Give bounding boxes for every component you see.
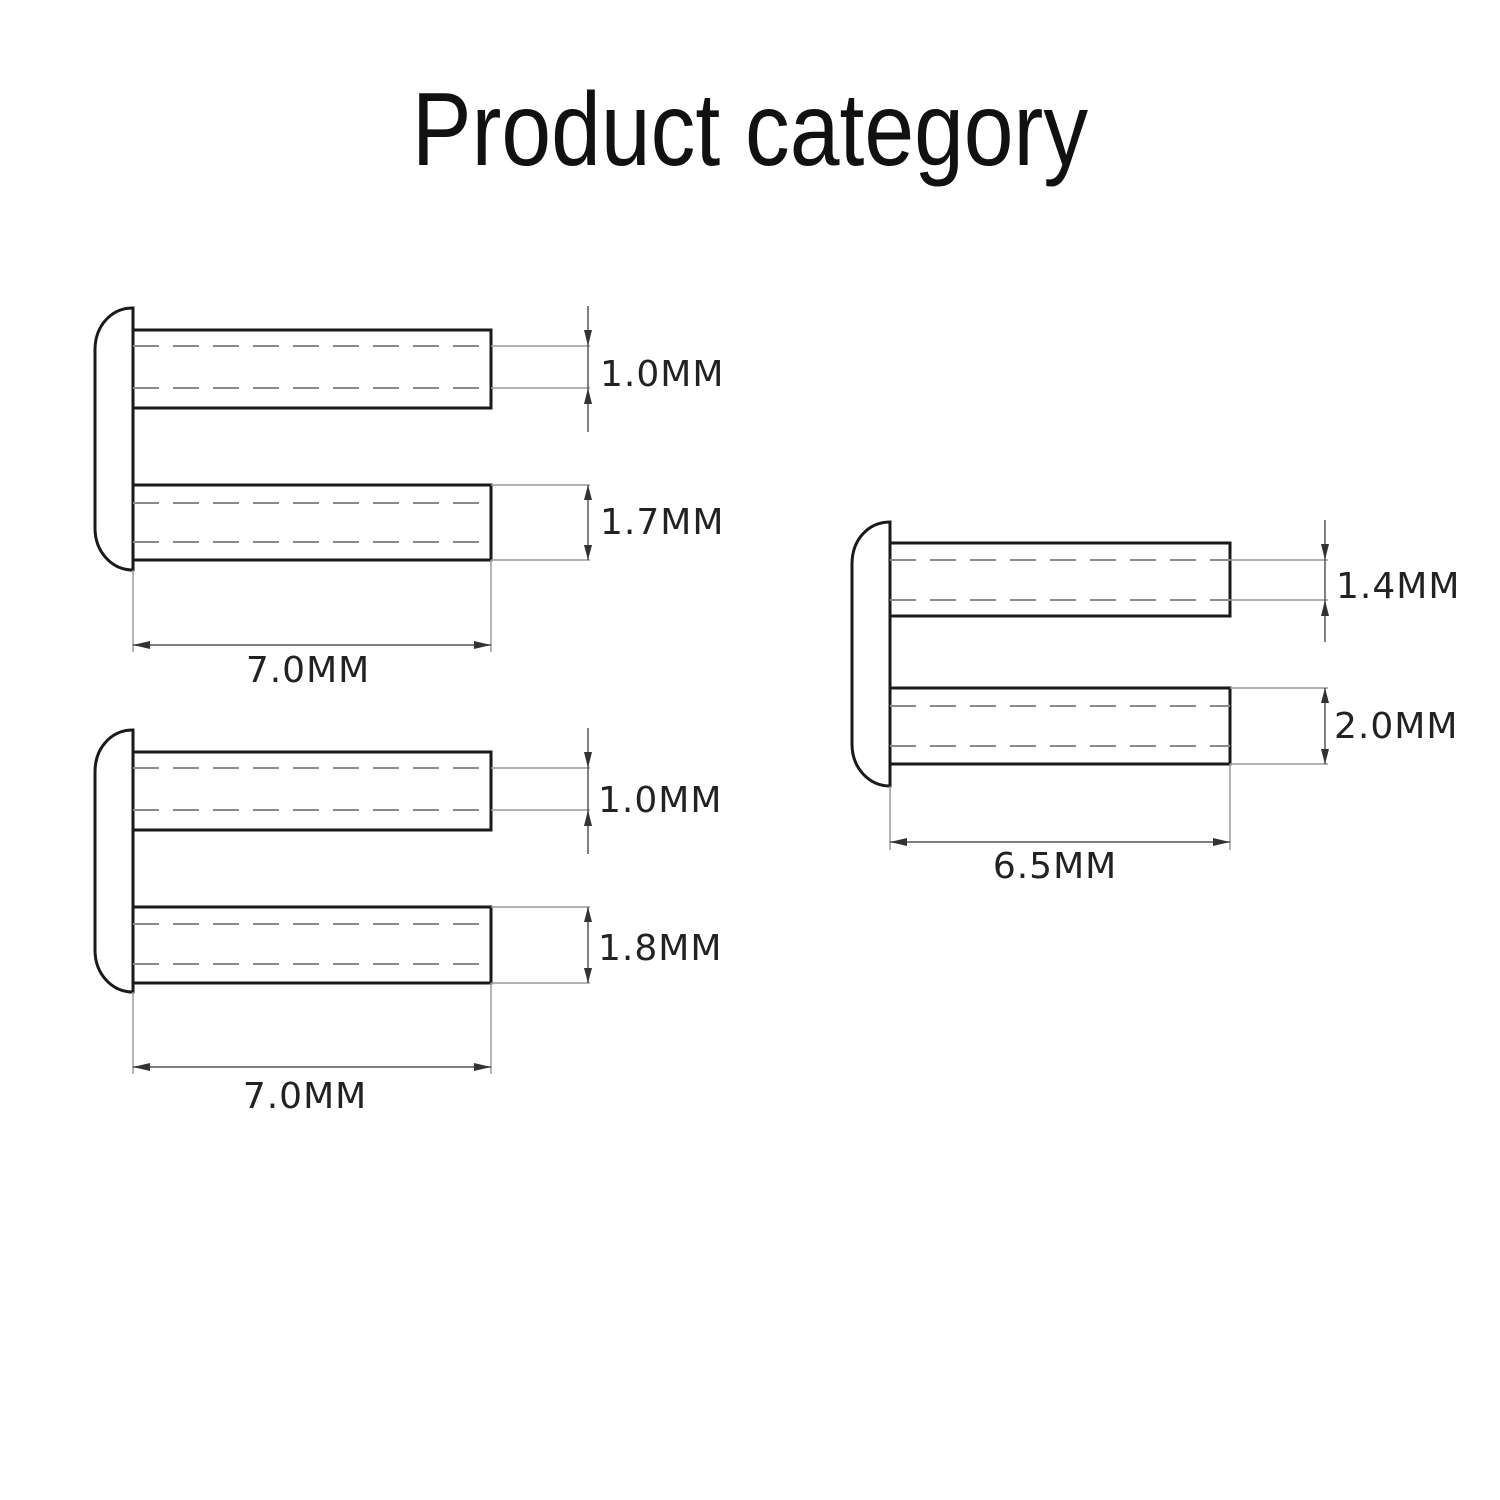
arrow-icon [890, 838, 907, 846]
arrow-icon [584, 810, 592, 826]
diameter-label: 2.0MM [1334, 706, 1458, 747]
arrow-icon [1321, 749, 1329, 764]
arrow-icon [133, 641, 150, 649]
arrow-icon [584, 330, 592, 346]
arrow-icon [474, 641, 491, 649]
rivet-pin-lower [131, 483, 493, 562]
arrow-icon [1321, 544, 1329, 560]
arrow-icon [584, 968, 592, 983]
length-label: 6.5MM [993, 846, 1117, 887]
diameter-label: 1.8MM [598, 928, 722, 969]
rivet-pin-upper [131, 328, 493, 410]
arrow-icon [1321, 688, 1329, 703]
rivet-pin-upper [888, 541, 1232, 618]
rivet-pin-lower [131, 905, 493, 985]
arrow-icon [1321, 600, 1329, 616]
rivet-pin-upper [131, 750, 493, 832]
arrow-icon [474, 1063, 491, 1071]
rivet-group-right: 1.4MM 2.0MM 6.5MM [850, 520, 1460, 887]
arrow-icon [584, 388, 592, 404]
rivet-head [93, 306, 135, 572]
diameter-label: 1.7MM [600, 502, 724, 543]
diameter-label: 1.0MM [598, 780, 722, 821]
page-title: Product category [411, 72, 1089, 188]
arrow-icon [584, 907, 592, 922]
arrow-icon [584, 752, 592, 768]
rivet-head [93, 728, 135, 994]
arrow-icon [584, 545, 592, 560]
rivet-head [850, 520, 892, 788]
diameter-label: 1.4MM [1336, 566, 1460, 607]
arrow-icon [584, 485, 592, 500]
rivet-group-left-top: 1.0MM 1.7MM 7.0MM [93, 306, 724, 691]
arrow-icon [1213, 838, 1230, 846]
arrow-icon [133, 1063, 150, 1071]
diameter-label: 1.0MM [600, 354, 724, 395]
rivet-pin-lower [888, 686, 1232, 766]
rivet-group-left-bottom: 1.0MM 1.8MM 7.0MM [93, 728, 722, 1117]
length-label: 7.0MM [243, 1076, 367, 1117]
length-label: 7.0MM [246, 650, 370, 691]
